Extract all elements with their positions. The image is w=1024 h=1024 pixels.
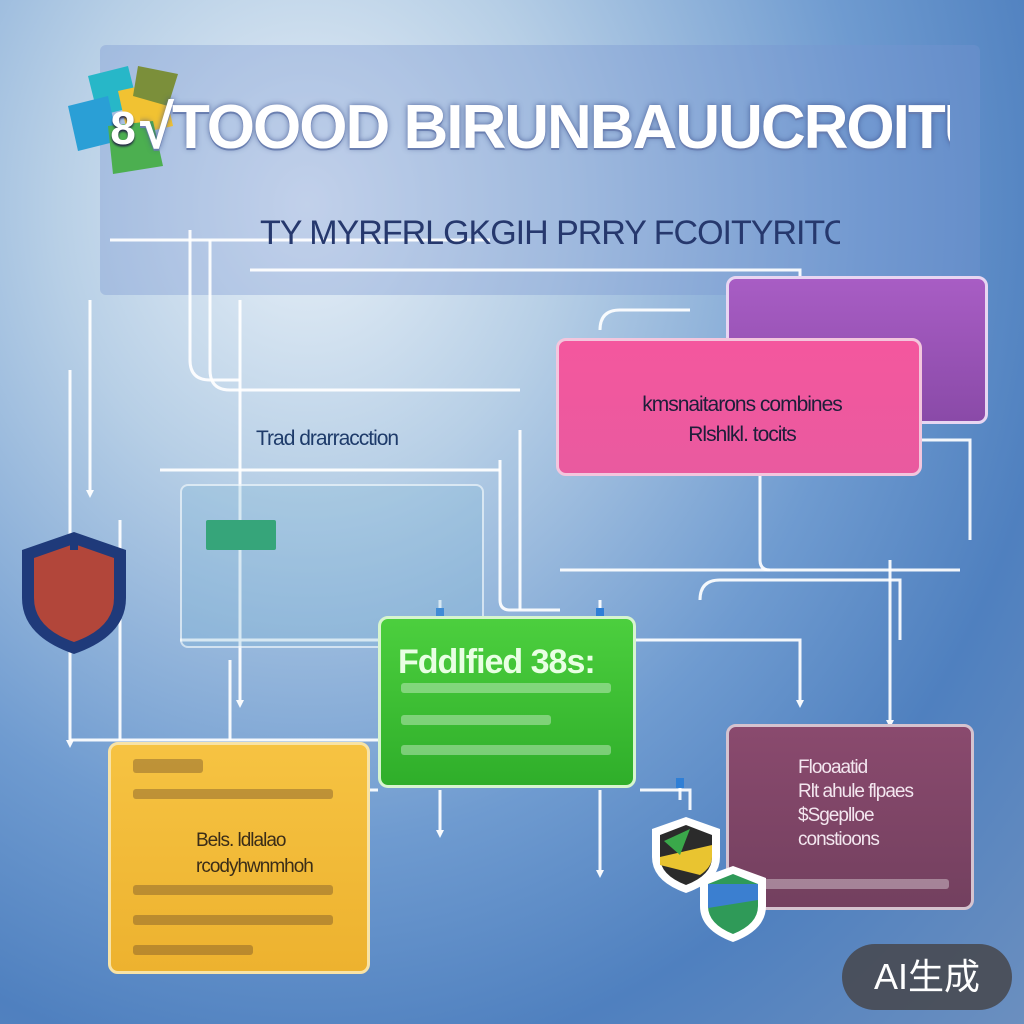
logo-puzzle-icon	[68, 66, 178, 174]
ai-generated-badge: AI生成	[842, 944, 1012, 1010]
node-green-label: Fddlfied 38s:	[398, 643, 596, 681]
node-pink-label: kmsnaitarons combines Rlshlkl. tocits	[642, 393, 843, 446]
shield-yellow-icon	[652, 817, 720, 893]
trad-label: Trad drarracction	[256, 427, 399, 450]
header-panel	[100, 45, 980, 295]
green-bar	[206, 520, 276, 550]
shield-icon	[22, 532, 126, 654]
node-green[interactable]	[378, 616, 636, 788]
subtitle: TY MYRFRLGKGIH PRRY FCOITYRITOONIS	[260, 214, 840, 252]
node-pink[interactable]	[556, 338, 922, 476]
node-yellow[interactable]	[108, 742, 370, 974]
shield-green-icon	[700, 866, 766, 942]
page-title: √TOOOD BIRUNBAUUCROITU	[140, 93, 950, 162]
logo-number: 8	[110, 102, 136, 154]
node-yellow-label: Bels. ldlalao rcodyhwnmhoh	[196, 830, 314, 877]
node-plum-label: Flooaatid Rlt ahule flpaes $Sgeplloe con…	[798, 757, 914, 850]
node-plum[interactable]	[726, 724, 974, 910]
